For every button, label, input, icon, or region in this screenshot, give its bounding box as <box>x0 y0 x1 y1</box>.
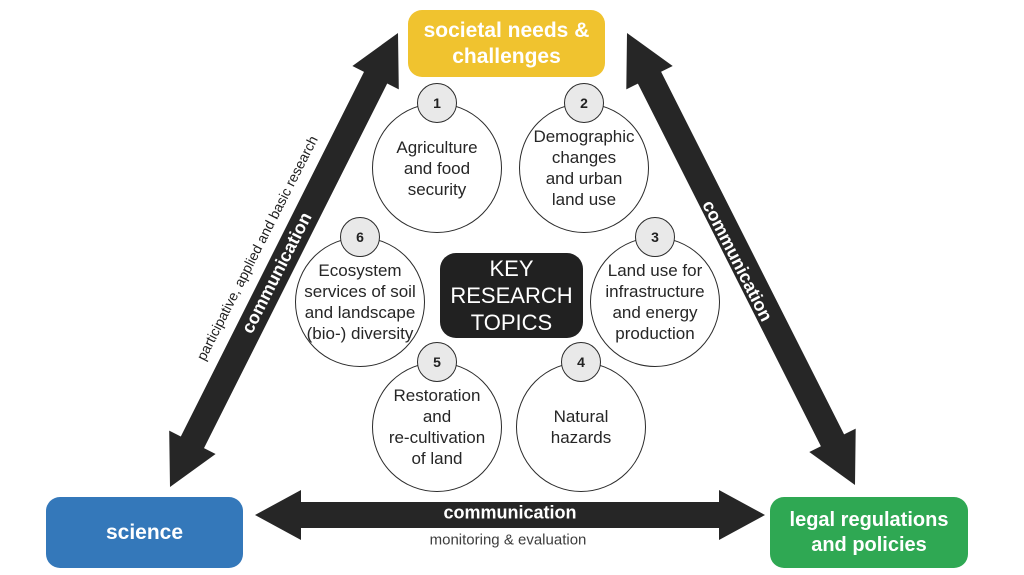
topic-number-badge-4: 4 <box>561 342 601 382</box>
center-label-line1: KEY <box>489 256 534 281</box>
topic-number-badge-1: 1 <box>417 83 457 123</box>
societal-needs-label-line1: societal needs & <box>423 18 590 42</box>
legal-regulations-box: legal regulations and policies <box>770 497 968 568</box>
topic-number-badge-3: 3 <box>635 217 675 257</box>
topic-circle-landuse: 3 Land use for infrastructure and energy… <box>590 217 720 367</box>
societal-needs-label-line2: challenges <box>452 44 561 68</box>
topic-label-natural-hazards: Natural hazards <box>550 407 612 447</box>
center-label-line2: RESEARCH <box>450 283 573 308</box>
topic-number-badge-2: 2 <box>564 83 604 123</box>
bottom-arrow-monitoring-label: monitoring & evaluation <box>429 531 587 549</box>
center-label-line3: TOPICS <box>470 310 553 335</box>
topic-label-landuse: Land use for infrastructure and energy p… <box>605 261 705 343</box>
key-research-topics-box: KEY RESEARCH TOPICS <box>440 253 583 338</box>
science-box: science <box>46 497 243 568</box>
bottom-arrow-communication-label: communication <box>443 502 577 523</box>
topic-number-badge-6: 6 <box>340 217 380 257</box>
topic-circle-restoration: 5 Restoration and re-cultivation of land <box>372 342 502 492</box>
topic-circle-agriculture: 1 Agriculture and food security <box>372 83 502 233</box>
topic-label-restoration: Restoration and re-cultivation of land <box>388 386 486 468</box>
topic-label-ecosystem: Ecosystem services of soil and landscape… <box>304 261 416 343</box>
topic-circle-demographic: 2 Demographic changes and urban land use <box>519 83 649 233</box>
science-label: science <box>105 520 184 544</box>
topic-circle-ecosystem: 6 Ecosystem services of soil and landsca… <box>295 217 425 367</box>
arrow-science-legal <box>255 490 765 540</box>
societal-needs-box: societal needs & challenges <box>408 10 605 77</box>
legal-label-line1: legal regulations <box>789 508 949 531</box>
topic-label-agriculture: Agriculture and food security <box>396 137 478 199</box>
topic-label-demographic: Demographic changes and urban land use <box>533 127 635 209</box>
arrow-societal-legal <box>626 33 856 485</box>
topic-number-badge-5: 5 <box>417 342 457 382</box>
topic-circle-natural-hazards: 4 Natural hazards <box>516 342 646 492</box>
legal-label-line2: and policies <box>811 533 927 556</box>
arrow-science-societal <box>169 33 399 487</box>
